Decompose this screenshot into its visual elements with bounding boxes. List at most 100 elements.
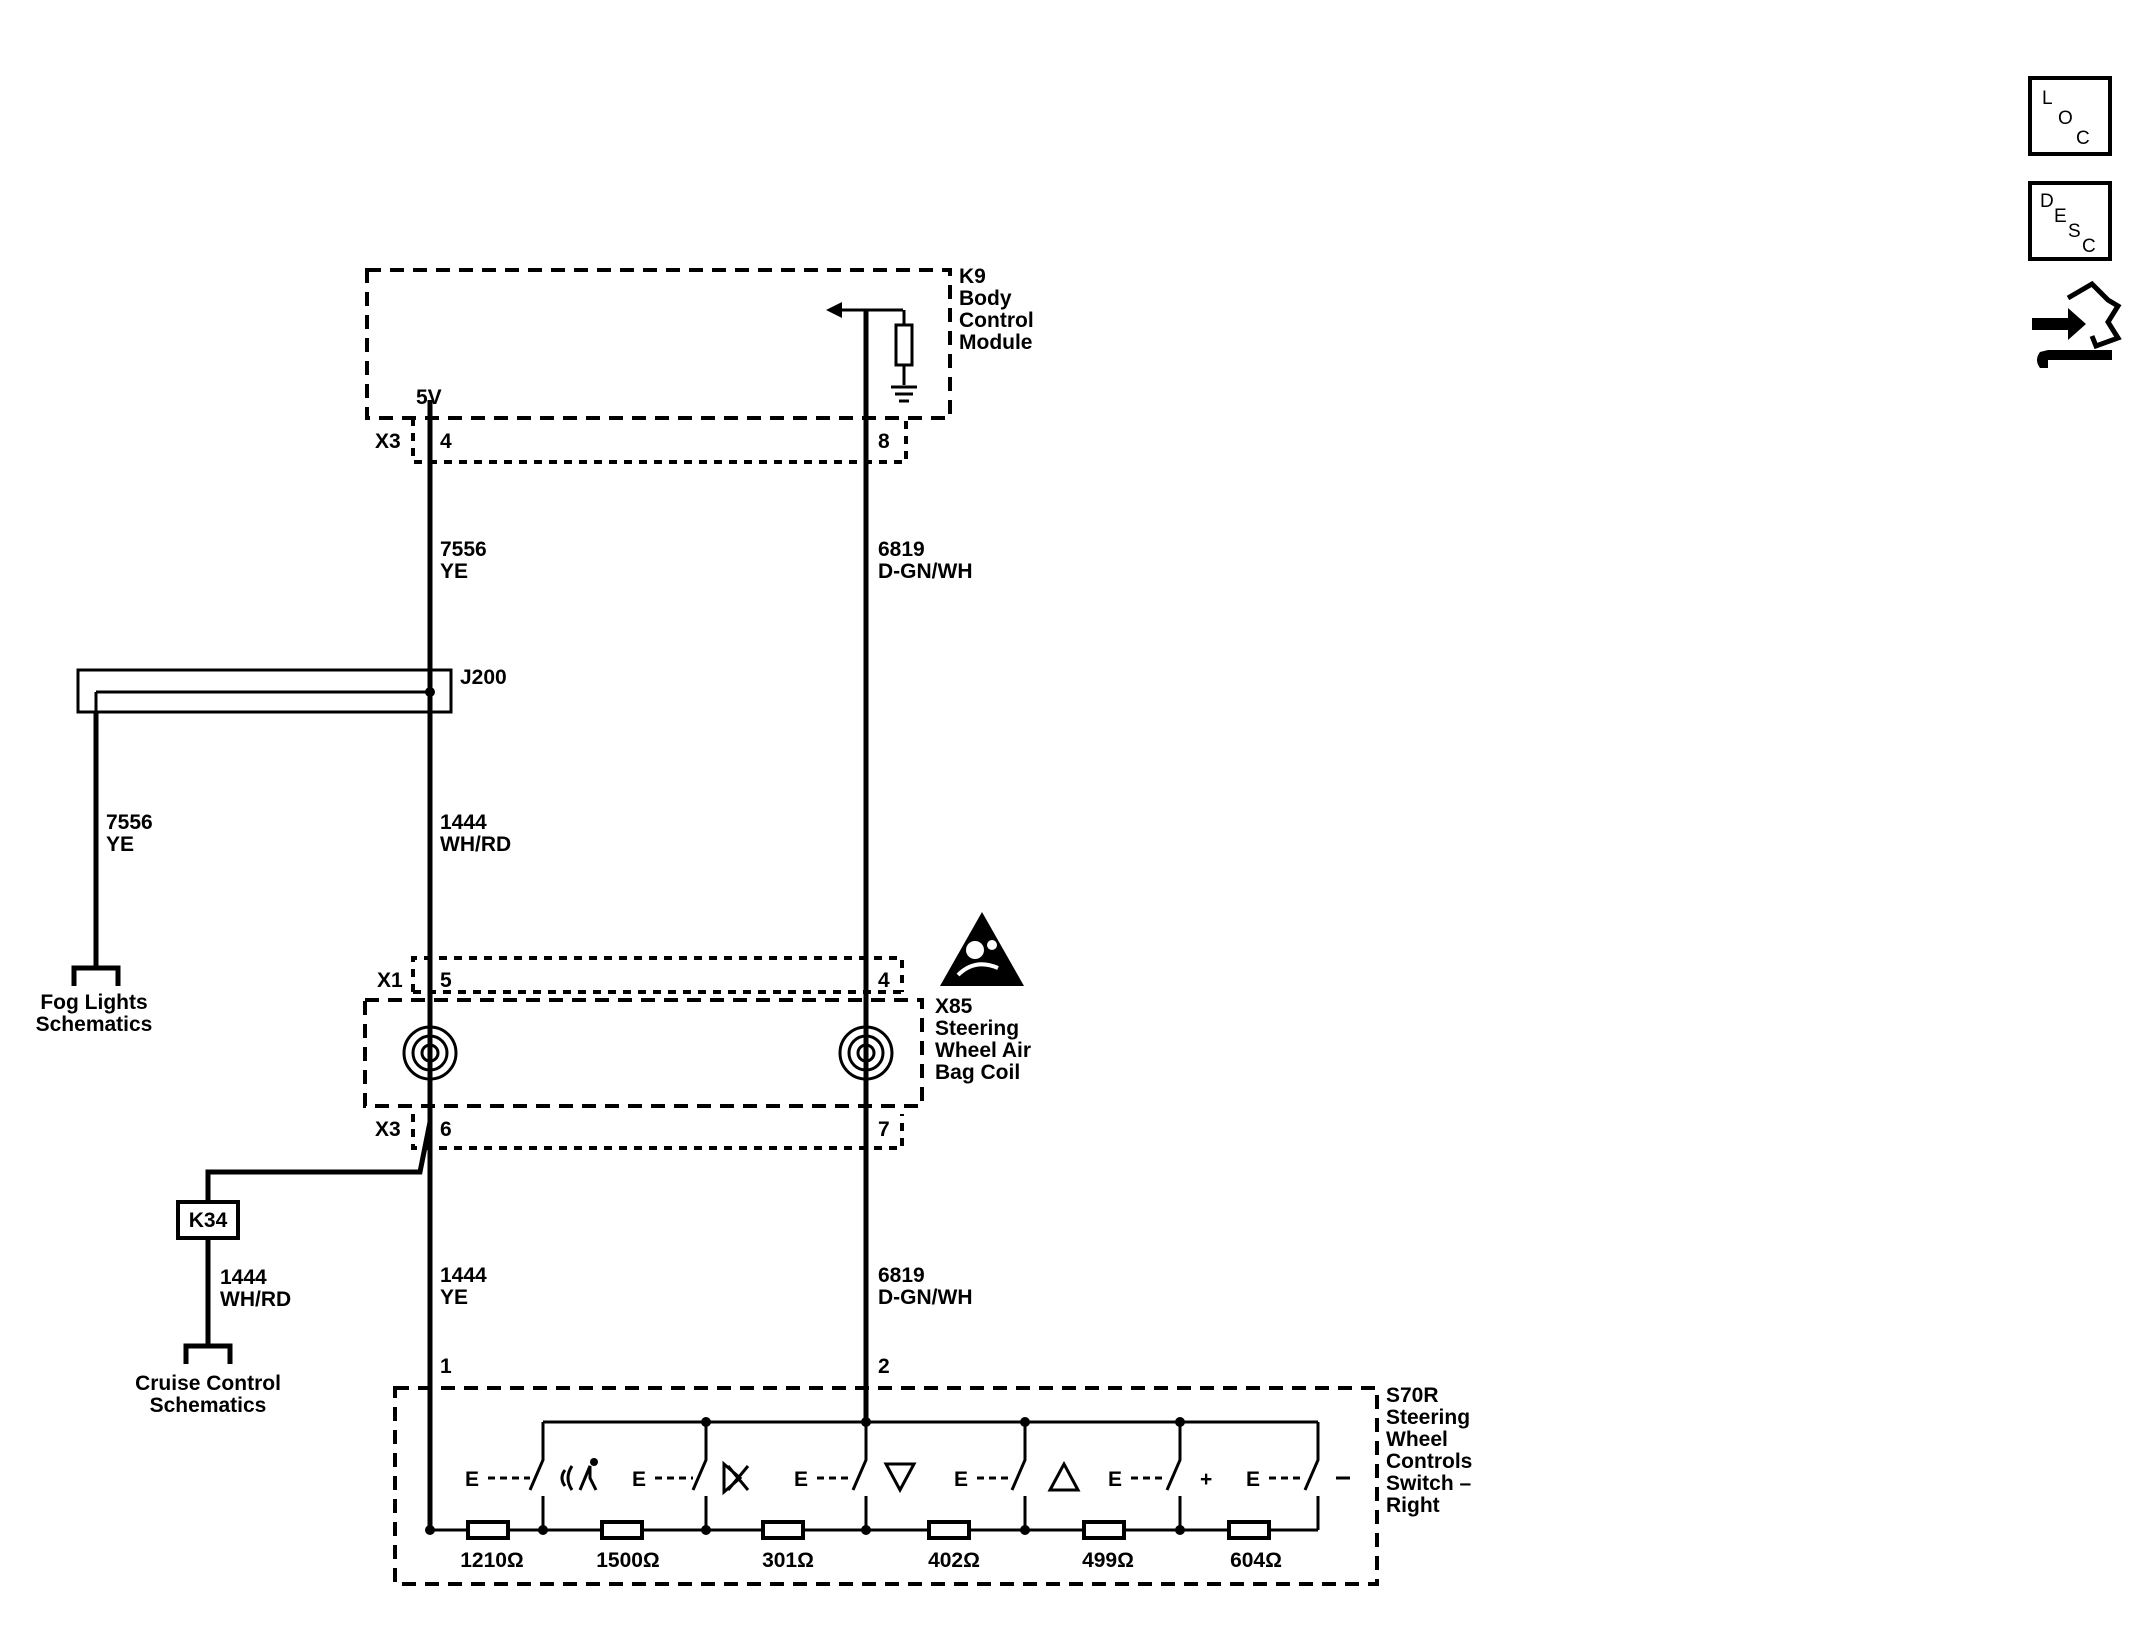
resistor-1-value: 1210Ω	[460, 1549, 524, 1572]
desc-s: S	[2068, 221, 2081, 242]
description-view-button[interactable]: D E S C	[2028, 181, 2112, 261]
wire-2-number: 6819	[878, 538, 925, 561]
wire-5-number: 1444	[440, 1264, 487, 1287]
resistor-1	[466, 1520, 510, 1540]
resistor-5	[1082, 1520, 1126, 1540]
switch-id: S70R	[1386, 1384, 1439, 1407]
cruise-reference-line2: Schematics	[150, 1394, 267, 1417]
coil-spiral-left-icon	[402, 1025, 458, 1081]
coil-out-pin-a: 6	[440, 1118, 452, 1141]
airbag-coil: X1 5 4 X3 6 7 X85 Steering Wheel Air Bag…	[363, 912, 1031, 1150]
switch-pin-b: 2	[878, 1355, 890, 1378]
switch-label-2: Wheel	[1386, 1428, 1448, 1451]
fog-reference-bracket	[71, 965, 121, 986]
fog-reference-line1: Fog Lights	[40, 991, 147, 1014]
switch-mute: E	[632, 1422, 750, 1530]
bcm-label-1: Body	[959, 287, 1012, 310]
desc-c: C	[2082, 236, 2096, 257]
body-control-module: K9 Body Control Module 5V	[365, 265, 1034, 420]
cruise-reference-bracket	[183, 1343, 233, 1364]
wire-2-color: D-GN/WH	[878, 560, 972, 583]
bcm-pin-a: 4	[440, 430, 452, 453]
switch-6-e: E	[1246, 1468, 1260, 1491]
bcm-pin-b: 8	[878, 430, 890, 453]
coil-label-3: Bag Coil	[935, 1061, 1020, 1084]
coil-label-2: Wheel Air	[935, 1039, 1031, 1062]
bcm-connector-label: X3	[375, 430, 401, 453]
wire-5-color: YE	[440, 1286, 468, 1309]
wire-6-color: D-GN/WH	[878, 1286, 972, 1309]
airbag-warning-icon	[940, 912, 1024, 986]
cruise-module-label: K34	[189, 1209, 228, 1232]
switch-label-1: Steering	[1386, 1406, 1470, 1429]
switch-seek-up: E	[954, 1422, 1081, 1530]
wire-6-number: 6819	[878, 1264, 925, 1287]
ground-icon	[891, 385, 917, 403]
desc-d: D	[2040, 191, 2054, 212]
loc-o: O	[2058, 108, 2073, 129]
wire-cruise-branch	[205, 1121, 433, 1202]
voice-command-icon	[560, 1458, 598, 1491]
switch-1-e: E	[465, 1468, 479, 1491]
resistor-2	[600, 1520, 644, 1540]
input-arrow-icon	[826, 302, 842, 318]
coil-id: X85	[935, 995, 973, 1018]
triangle-down-icon	[883, 1462, 917, 1494]
bcm-label-3: Module	[959, 331, 1033, 354]
loc-l: L	[2042, 88, 2053, 109]
splice-j200: J200	[76, 666, 507, 714]
bcm-id: K9	[959, 265, 986, 288]
switch-volume-up: E +	[1108, 1422, 1212, 1530]
resistor-6-value: 604Ω	[1230, 1549, 1282, 1572]
wire-3-color: YE	[106, 833, 134, 856]
bcm-input-circuit	[826, 302, 917, 403]
wire-1-number: 7556	[440, 538, 487, 561]
triangle-up-icon	[1047, 1460, 1081, 1492]
loc-c: C	[2076, 128, 2090, 149]
resistor-6	[1227, 1520, 1271, 1540]
coil-out-pin-b: 7	[878, 1118, 890, 1141]
wire-4-color: WH/RD	[440, 833, 511, 856]
wire-3-number: 7556	[106, 811, 153, 834]
resistor-2-value: 1500Ω	[596, 1549, 660, 1572]
coil-out-connector-label: X3	[375, 1118, 401, 1141]
coil-spiral-right-icon	[838, 1025, 894, 1081]
coil-in-connector-label: X1	[377, 969, 403, 992]
steering-wheel-switch: S70R Steering Wheel Controls Switch – Ri…	[393, 1384, 1472, 1586]
wire-7-color: WH/RD	[220, 1288, 291, 1311]
wire-1-color: YE	[440, 560, 468, 583]
switch-label-3: Controls	[1386, 1450, 1472, 1473]
switch-3-e: E	[794, 1468, 808, 1491]
resistor-3	[761, 1520, 805, 1540]
bcm-label-2: Control	[959, 309, 1034, 332]
location-view-button[interactable]: L O C	[2028, 76, 2112, 156]
plus-icon: +	[1200, 1468, 1212, 1491]
connector-repair-icon[interactable]	[2032, 280, 2122, 368]
wire-7-number: 1444	[220, 1266, 267, 1289]
resistor-4	[927, 1520, 971, 1540]
wire-4-number: 1444	[440, 811, 487, 834]
switch-label-5: Right	[1386, 1494, 1440, 1517]
switch-6: E	[1246, 1422, 1350, 1530]
switch-label-4: Switch –	[1386, 1472, 1472, 1495]
coil-in-pin-b: 4	[878, 969, 890, 992]
switch-4-e: E	[954, 1468, 968, 1491]
switch-seek-down: E	[794, 1422, 917, 1530]
fog-reference-line2: Schematics	[36, 1013, 153, 1036]
resistor-5-value: 499Ω	[1082, 1549, 1134, 1572]
switch-voice: E	[465, 1422, 598, 1530]
cruise-reference-line1: Cruise Control	[135, 1372, 281, 1395]
cruise-module-k34: K34	[176, 1200, 240, 1240]
coil-in-pin-a: 5	[440, 969, 452, 992]
switch-2-e: E	[632, 1468, 646, 1491]
switch-5-e: E	[1108, 1468, 1122, 1491]
bcm-voltage-label: 5V	[416, 386, 442, 409]
resistor-4-value: 402Ω	[928, 1549, 980, 1572]
bcm-connector: X3 4 8	[375, 418, 908, 464]
desc-e: E	[2054, 206, 2067, 227]
resistor-3-value: 301Ω	[762, 1549, 814, 1572]
splice-label: J200	[460, 666, 507, 689]
switch-pin-a: 1	[440, 1355, 452, 1378]
mute-icon	[722, 1460, 750, 1496]
